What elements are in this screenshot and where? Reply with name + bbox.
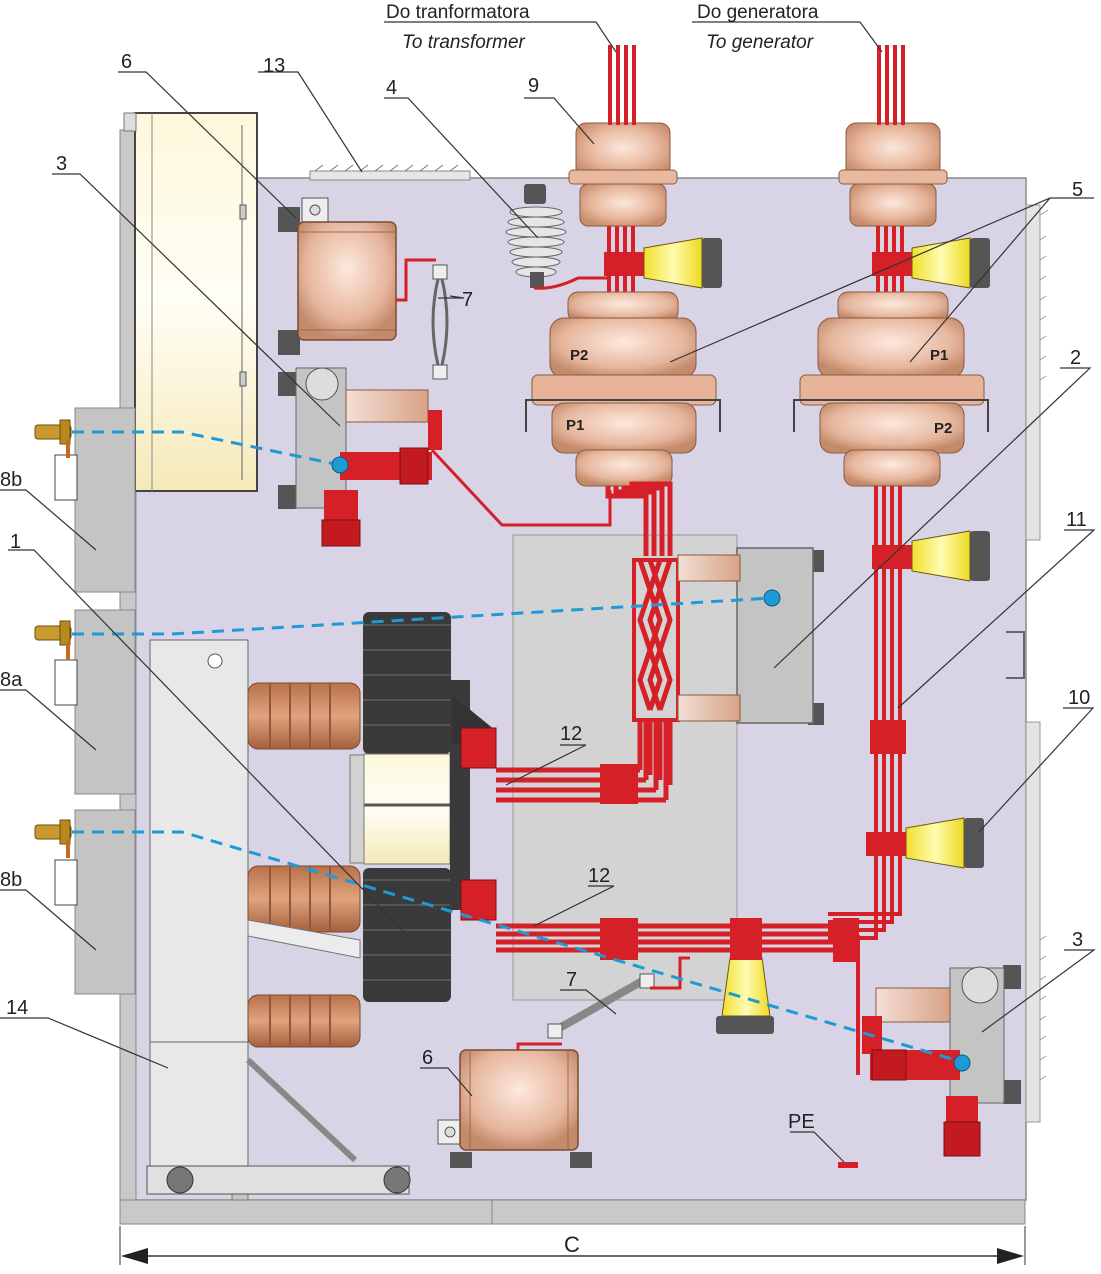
callout-2: 2 [1070,347,1081,369]
callout-11: 11 [1066,509,1087,531]
cable-terminal-top [331,456,349,474]
current-transformer-right: P1 P2 [793,291,989,487]
callout-7-bottom: 7 [566,969,577,991]
callout-6-bottom: 6 [422,1047,433,1069]
callout-9: 9 [528,75,539,97]
side-plate-8b-bottom [54,809,136,995]
callout-7-top: 7 [462,289,473,311]
ct-mark-right-top: P1 [930,347,948,364]
bushing-left [568,122,678,227]
earthing-switch-top-left [278,367,442,547]
yellow-insulator-middle-right [872,530,990,582]
callout-6-top: 6 [121,51,132,73]
callout-13: 13 [263,55,285,77]
busbar-12-upper [496,720,669,803]
busbar-12-lower [496,923,836,953]
control-coil-top [278,197,436,355]
side-plate-8a [54,609,136,795]
callout-8b-bottom: 8b [0,869,22,891]
pe-terminal [838,1162,858,1168]
control-cables-dashed [72,430,963,1064]
cable-terminal-bottom [953,1054,971,1072]
ct-mark-left-top: P2 [570,347,588,364]
bushing-right [838,122,948,227]
cable-gland-icon-middle [34,620,72,660]
front-door-panel [123,112,258,492]
dimension-line: C [119,1226,1026,1265]
label-to-transformer-en: To transformer [402,32,526,53]
callout-8a: 8a [0,669,23,691]
control-coil-bottom [437,1042,592,1168]
busbar-12-lower-clamps [600,918,762,960]
label-to-generator-pl: Do generatora [697,2,819,23]
cable-gland-icon-bottom [34,819,72,858]
disconnector-2 [677,547,824,725]
callout-10: 10 [1068,687,1090,709]
yellow-insulator-top-left [604,237,722,289]
busbar-clamps-right [833,720,906,962]
leader-lines [0,21,1096,1163]
callout-8b-top: 8b [0,469,22,491]
circuit-breaker [146,612,497,1201]
label-to-generator-en: To generator [706,32,814,53]
callout-14: 14 [6,997,28,1019]
link-to-busbar [430,448,612,527]
callout-5: 5 [1072,179,1083,201]
busbar-12-upper-clamp [600,764,638,804]
callout-12-upper: 12 [560,723,582,745]
callout-3-bottom: 3 [1072,929,1083,951]
callout-12-lower: 12 [588,865,610,887]
surge-arrester [505,184,608,290]
ct-mark-right-bottom: P2 [934,420,952,437]
callout-pe: PE [788,1111,815,1133]
spring-link-top [431,264,449,380]
earthing-switch-bottom-right [862,965,1021,1157]
current-transformer-left: P2 P1 [525,291,721,487]
side-plate-8b-top [54,407,136,593]
callout-4: 4 [386,77,397,99]
label-to-transformer-pl: Do tranformatora [386,2,530,23]
callout-3-top: 3 [56,153,67,175]
cable-gland-icon-top [34,419,72,458]
spring-link-bottom [547,956,690,1039]
dimension-label: C [564,1232,580,1257]
ct-mark-left-bottom: P1 [566,417,584,434]
callout-1: 1 [10,531,21,553]
cable-terminal-middle [763,589,781,607]
